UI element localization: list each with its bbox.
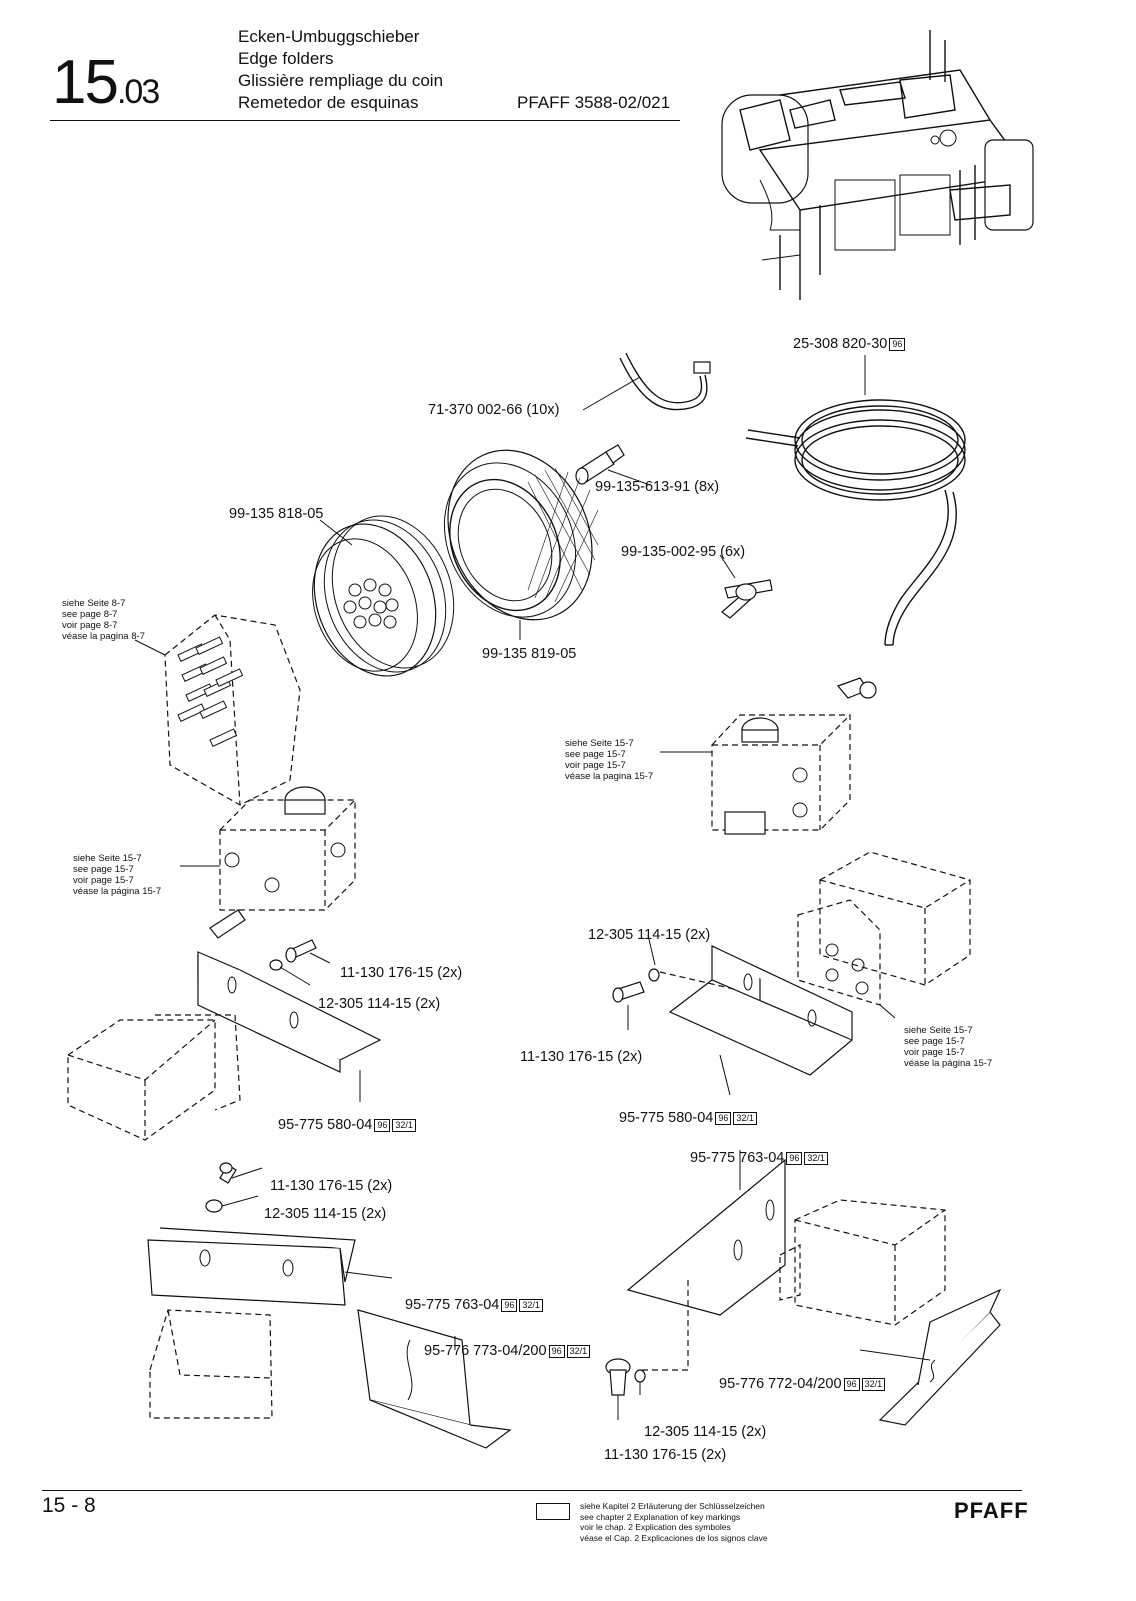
dashed-block-bottom-right-drawing [779,1199,946,1326]
label-screw-a: 11-130 176-15 (2x) [340,965,463,981]
bracket-580-left-drawing [197,951,382,1073]
screw-washer-left-drawing [269,939,317,971]
bracket-580-right-drawing [612,945,854,1076]
section-number: 15.03 [52,48,160,117]
bracket-763-right-drawing [626,1158,786,1371]
folder-772-drawing [878,1288,1002,1426]
brand-logo: PFAFF [954,1498,1029,1523]
screw-washer-lower-left-drawing [205,1162,237,1213]
y-union-drawing [721,579,773,619]
page-number: 15 - 8 [42,1494,96,1517]
label-washer-d: 12-305 114-15 (2x) [644,1424,767,1440]
footer-legend: siehe Kapitel 2 Erläuterung der Schlüsse… [580,1501,768,1543]
label-y-union: 99-135-002-95 (6x) [621,544,746,560]
key-marking-box [536,1503,570,1520]
label-connector-base: 99-135 818-05 [229,506,324,522]
label-screw-d: 11-130 176-15 (2x) [604,1447,727,1463]
dashed-block-lower-left-drawing [67,1014,241,1141]
dashed-block-right-drawing [797,851,971,1006]
knurled-ring-drawing [443,449,599,621]
label-screw-b: 11-130 176-15 (2x) [520,1049,643,1065]
title-de: Ecken-Umbuggschieber [238,27,420,46]
footer-rule [42,1490,1022,1491]
title-es: Remetedor de esquinas [238,93,419,112]
title-en: Edge folders [238,49,334,68]
dashed-block-bottom-left-drawing [149,1309,273,1419]
round-block-drawing [164,614,301,806]
label-knurled-ring: 99-135 819-05 [482,646,577,662]
connector-base-drawing [312,515,455,677]
title-fr: Glissière rempliage du coin [238,71,444,90]
folder-773-drawing [357,1309,512,1449]
label-washer-a: 12-305 114-15 (2x) [318,996,441,1012]
screw-washer-bottom-drawing [605,1358,646,1396]
model-number: PFAFF 3588-02/021 [517,93,671,112]
label-fitting: 99-135-613-91 (8x) [595,479,720,495]
label-screw-c: 11-130 176-15 (2x) [270,1178,393,1194]
machine-overview-illustration [721,30,1034,300]
label-washer-c: 12-305 114-15 (2x) [264,1206,387,1222]
coiled-hose-drawing [745,399,966,646]
valve-block-left-drawing [209,786,356,939]
label-washer-b: 12-305 114-15 (2x) [588,927,711,943]
bracket-763-left-drawing [147,1227,356,1306]
cable-tie-drawing [619,352,711,411]
valve-block-right-drawing [711,677,877,835]
label-cable-tie: 71-370 002-66 (10x) [428,402,560,418]
header-rule [50,120,680,121]
leader-lines [134,355,931,1420]
